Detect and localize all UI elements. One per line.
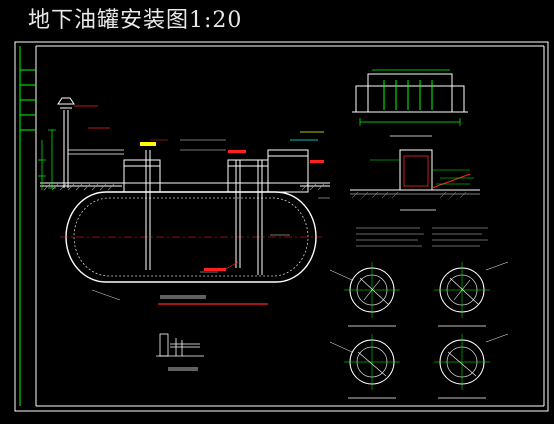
section-detail (350, 149, 480, 211)
tank-elevation (38, 97, 330, 305)
drawing-border (14, 41, 549, 412)
vent-branch (68, 149, 124, 155)
section-leaders (370, 159, 474, 185)
dimension-lines (38, 129, 56, 190)
ground-hatch (43, 183, 325, 191)
notes-block (356, 227, 488, 247)
title-strip-ticks (20, 69, 36, 131)
manhole-riser-left (123, 159, 161, 193)
tank-inner-shell (73, 197, 309, 277)
manhole-detail-4 (434, 334, 490, 399)
plan-detail (352, 69, 468, 137)
plan-dimension (359, 69, 461, 126)
manhole-riser-right (267, 149, 309, 193)
fill-pipe (145, 150, 151, 270)
small-pipe-detail (156, 333, 204, 371)
section-hatch (351, 191, 467, 199)
manhole-leaders (329, 261, 509, 353)
leader-lines (91, 197, 330, 301)
manhole-detail-3 (344, 334, 400, 399)
manhole-detail-2 (434, 262, 490, 327)
vent-pipe (57, 97, 75, 188)
annotation-tags (74, 105, 324, 271)
suction-pipe (235, 160, 241, 268)
ground-line (40, 182, 330, 187)
page-title: 地下油罐安装图1:20 (28, 8, 243, 33)
gauge-pipe (257, 160, 263, 275)
manhole-detail-1 (344, 262, 400, 327)
elevation-caption (160, 295, 206, 299)
plan-pipes (383, 80, 433, 110)
